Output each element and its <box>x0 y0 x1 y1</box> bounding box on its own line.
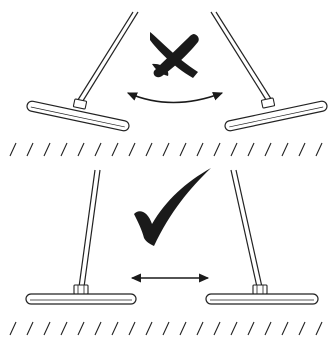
hatch-line <box>231 143 237 156</box>
hatch-line <box>163 143 169 156</box>
hatch-line <box>282 322 288 335</box>
hatch-line <box>112 143 118 156</box>
hatch-line <box>78 143 84 156</box>
tilted-tool-right <box>211 12 328 132</box>
hatch-line <box>27 322 33 335</box>
hatch-line <box>129 143 135 156</box>
incorrect-panel <box>26 12 328 132</box>
curved-double-arrow-icon <box>128 93 222 103</box>
hatch-line <box>197 322 203 335</box>
hatched-surface-icon <box>10 322 322 335</box>
hatch-line <box>299 322 305 335</box>
hatch-line <box>61 143 67 156</box>
hatch-line <box>163 322 169 335</box>
hatch-line <box>10 322 16 335</box>
hatch-line <box>78 322 84 335</box>
hatch-line <box>265 143 271 156</box>
hatch-line <box>248 322 254 335</box>
hatch-line <box>316 322 322 335</box>
hatch-line <box>282 143 288 156</box>
hatch-line <box>180 322 186 335</box>
hatched-surface-icon <box>10 143 322 156</box>
hatch-line <box>265 322 271 335</box>
hatch-line <box>231 322 237 335</box>
hatch-line <box>316 143 322 156</box>
hatch-line <box>197 143 203 156</box>
flat-tool-right <box>206 170 318 304</box>
hatch-line <box>95 322 101 335</box>
hatch-line <box>180 143 186 156</box>
cross-icon <box>150 32 199 78</box>
hatch-line <box>248 143 254 156</box>
hatch-line <box>95 143 101 156</box>
hatch-line <box>44 143 50 156</box>
hatch-line <box>214 143 220 156</box>
checkmark-icon <box>134 168 211 246</box>
hatch-line <box>10 143 16 156</box>
hatch-line <box>112 322 118 335</box>
hatch-line <box>146 322 152 335</box>
hatch-line <box>146 143 152 156</box>
flat-tool-left <box>26 170 136 304</box>
hatch-line <box>129 322 135 335</box>
correct-panel <box>26 168 318 304</box>
hatch-line <box>214 322 220 335</box>
hatch-line <box>299 143 305 156</box>
hatch-line <box>27 143 33 156</box>
tilted-tool-left <box>26 12 138 132</box>
hatch-line <box>44 322 50 335</box>
hatch-line <box>61 322 67 335</box>
